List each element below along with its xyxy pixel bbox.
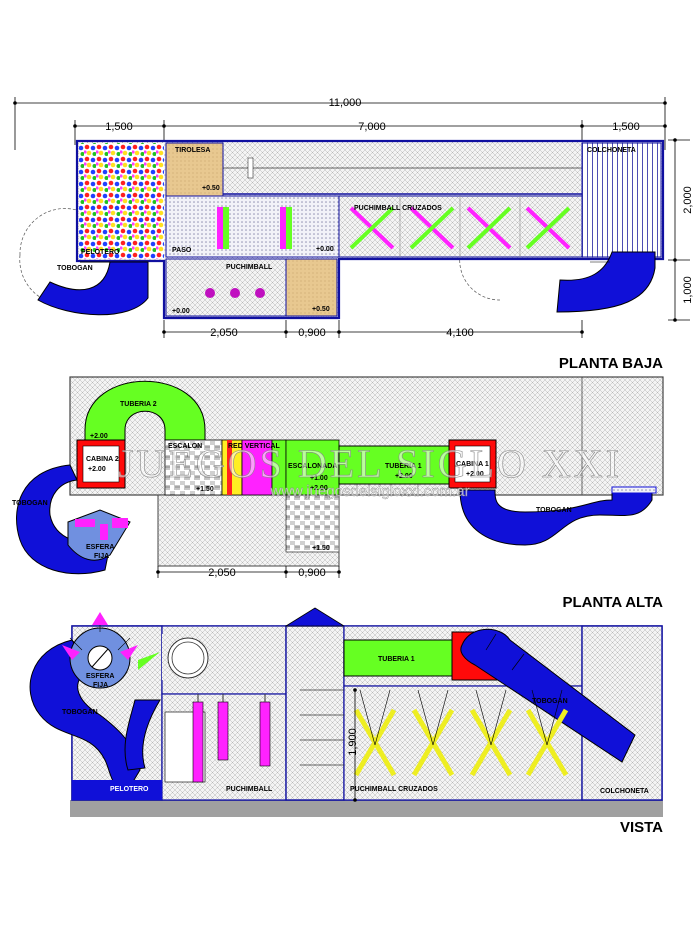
label-tuberia1-vista: TUBERIA 1 [378, 656, 415, 663]
level-tuberia1: +2.00 [395, 473, 413, 480]
title-planta-alta: PLANTA ALTA [562, 594, 663, 611]
label-puchimball-vista: PUCHIMBALL [226, 786, 273, 793]
label-tobogan-alta-left: TOBOGAN [12, 500, 48, 507]
dim-height-bottom: 1,000 [682, 276, 694, 304]
level-stairs: +1.50 [312, 545, 330, 552]
colchoneta-area [581, 142, 662, 258]
dim-bottom-c: 4,100 [446, 327, 474, 339]
title-planta-baja: PLANTA BAJA [559, 355, 663, 372]
dim-alta-b: 0,900 [298, 567, 326, 579]
dim-total: 11,000 [329, 97, 362, 109]
dim-center: 7,000 [358, 121, 386, 133]
dim-left: 1,500 [105, 121, 133, 133]
dim-bottom-b: 0,900 [298, 327, 326, 339]
watermark-url: www.juegosdelsigloxxi.com.ar [269, 483, 469, 500]
pelotero-area [79, 143, 164, 259]
label-red-vertical: RED VERTICAL [228, 443, 280, 450]
label-fija-alta: FIJA [94, 553, 109, 560]
vista: 1,900 ESFERA FIJA TOBOGAN TUBERIA 1 TOBO… [29, 607, 663, 817]
label-puchimball-cruzados-vista: PUCHIMBALL CRUZADOS [350, 786, 438, 793]
label-colchoneta-vista: COLCHONETA [600, 788, 649, 795]
label-escalon: ESCALON [168, 443, 202, 450]
label-esfera-vista: ESFERA [86, 673, 114, 680]
label-fija-vista: FIJA [93, 682, 108, 689]
label-esfera-alta: ESFERA [86, 544, 114, 551]
level-escalonada-b: +2.00 [310, 485, 328, 492]
level-paso: +0.00 [316, 246, 334, 253]
watermark-text: JUEGOS DEL SIGLO XXI [118, 441, 622, 486]
label-tobogan-vista-left: TOBOGAN [62, 709, 98, 716]
label-paso: PASO [172, 247, 192, 254]
title-vista: VISTA [620, 819, 663, 836]
planta-baja: TIROLESA +0.50 COLCHONETA PUCHIMBALL CRU… [19, 139, 665, 320]
label-tirolesa: TIROLESA [175, 147, 210, 154]
label-tobogan-baja: TOBOGAN [57, 265, 93, 272]
level-cabina1: +2.00 [466, 471, 484, 478]
label-colchoneta: COLCHONETA [587, 147, 636, 154]
level-corner: +0.50 [312, 306, 330, 313]
label-tuberia2: TUBERIA 2 [120, 401, 157, 408]
dimension-lines [14, 97, 690, 338]
label-pelotero: PELOTERO [81, 249, 120, 256]
dim-bottom-a: 2,050 [210, 327, 238, 339]
dim-height-top: 2,000 [682, 186, 694, 214]
level-cabina2: +2.00 [88, 466, 106, 473]
paso-area [165, 195, 340, 258]
label-tobogan-vista-right: TOBOGAN [532, 698, 568, 705]
label-cabina1: CABINA 1 [456, 461, 489, 468]
planta-alta: TUBERIA 2 +2.00 CABINA 2 +2.00 ESCALON +… [12, 376, 664, 579]
label-puchimball-cruzados: PUCHIMBALL CRUZADOS [354, 205, 442, 212]
label-puchimball: PUCHIMBALL [226, 264, 273, 271]
puchimball-cruzados-area [338, 195, 583, 258]
level-escalon: +1.50 [196, 486, 214, 493]
puchimball-area [165, 258, 287, 317]
level-tuberia2: +2.00 [90, 433, 108, 440]
dim-alta-a: 2,050 [208, 567, 236, 579]
label-escalonada: ESCALONADA [288, 463, 337, 470]
label-pelotero-vista: PELOTERO [110, 786, 149, 793]
label-cabina2: CABINA 2 [86, 456, 119, 463]
level-escalonada-a: +1.00 [310, 475, 328, 482]
dim-right: 1,500 [612, 121, 640, 133]
level-puchimball: +0.00 [172, 308, 190, 315]
label-tuberia1-alta: TUBERIA 1 [385, 463, 422, 470]
level-tirolesa: +0.50 [202, 185, 220, 192]
label-tobogan-alta-right: TOBOGAN [536, 507, 572, 514]
dim-vista-height: 1,900 [347, 728, 359, 756]
